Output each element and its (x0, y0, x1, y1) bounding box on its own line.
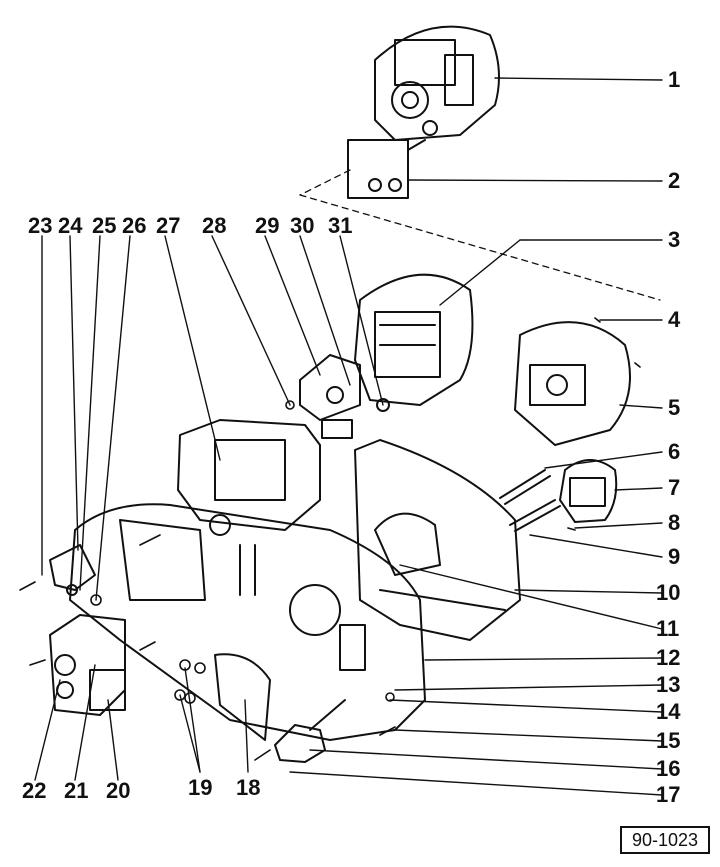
part-2-board (347, 139, 426, 199)
callout-10: 10 (656, 580, 681, 605)
part-12-main-plate (69, 503, 426, 741)
callout-22: 22 (22, 778, 47, 803)
callout-16: 16 (656, 756, 681, 781)
callout-23: 23 (28, 213, 53, 238)
callout-1: 1 (668, 67, 681, 92)
part-3-housing (354, 273, 474, 406)
callout-7: 7 (668, 475, 681, 500)
callout-17: 17 (656, 782, 681, 807)
part-10-plate (354, 439, 521, 641)
callout-30: 30 (290, 213, 315, 238)
part-6-shaft (499, 469, 551, 505)
callout-28: 28 (202, 213, 227, 238)
callout-20: 20 (106, 778, 131, 803)
callout-29: 29 (255, 213, 280, 238)
callout-14: 14 (656, 699, 681, 724)
callout-31: 31 (328, 213, 353, 238)
callout-5: 5 (668, 395, 681, 420)
leader-lines (34, 77, 663, 796)
callout-24: 24 (58, 213, 83, 238)
callout-21: 21 (64, 778, 89, 803)
part-24-bracket (49, 544, 96, 596)
callout-25: 25 (92, 213, 117, 238)
callout-8: 8 (668, 510, 681, 535)
callout-12: 12 (656, 645, 681, 670)
callout-27: 27 (156, 213, 181, 238)
part-1-housing (374, 25, 500, 141)
callout-13: 13 (656, 672, 681, 697)
callout-26: 26 (122, 213, 147, 238)
callout-18: 18 (236, 775, 261, 800)
callout-19: 19 (188, 775, 213, 800)
callout-9: 9 (668, 544, 681, 569)
callout-3: 3 (668, 227, 681, 252)
part-7-motor (559, 459, 618, 523)
callout-4: 4 (668, 307, 681, 332)
part-16-knob (274, 699, 346, 763)
part-27-housing (177, 419, 321, 536)
assembly-guide-lines (299, 169, 661, 301)
callout-11: 11 (656, 616, 680, 641)
callout-15: 15 (656, 728, 681, 753)
part-5-housing (514, 321, 631, 446)
callout-6: 6 (668, 439, 681, 464)
part-20-block (49, 614, 126, 716)
figure-reference: 90-1023 (620, 826, 710, 854)
part-29-bracket (299, 354, 390, 439)
callout-2: 2 (668, 168, 681, 193)
part-9-shaft (509, 499, 561, 532)
